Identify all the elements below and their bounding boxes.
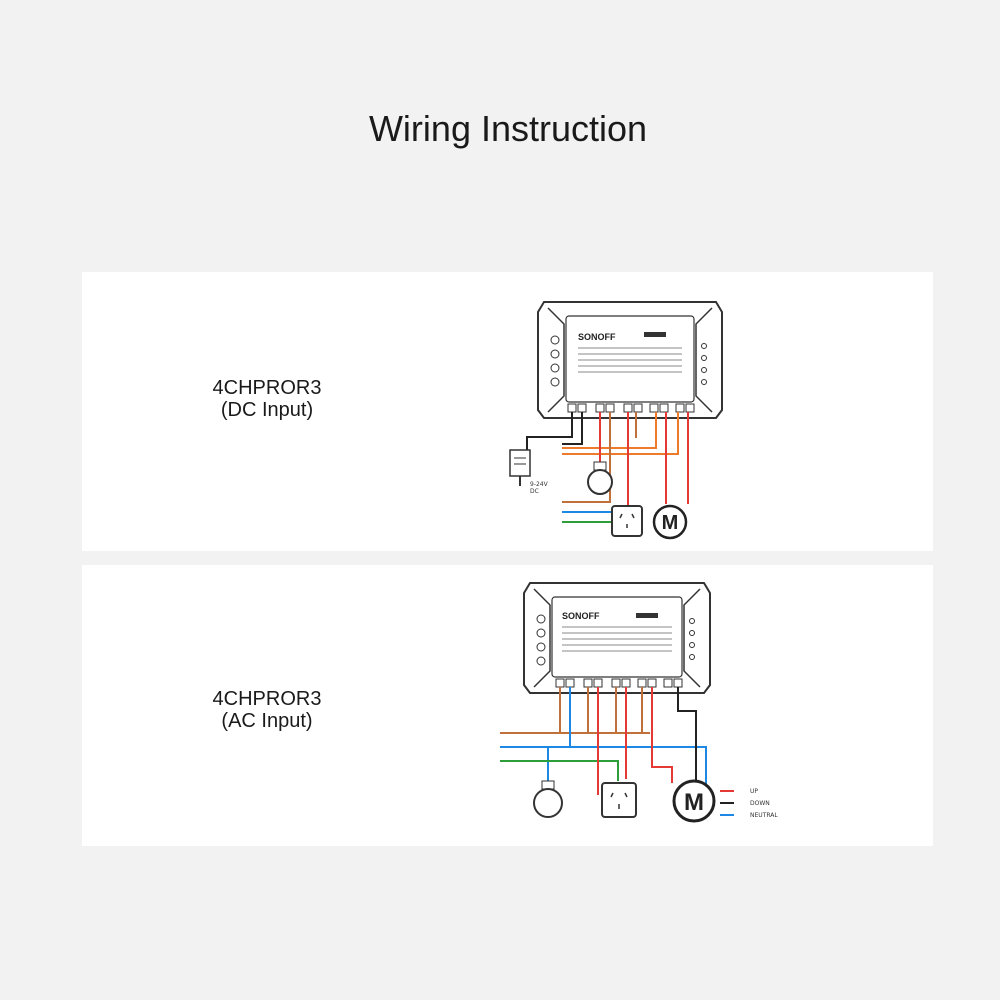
ac-bulb-icon (533, 780, 563, 818)
dc-socket-icon (611, 505, 643, 537)
dc-adapter-dc: DC (530, 488, 539, 495)
dc-input-panel: 4CHPROR3 (DC Input) SONOFF (82, 272, 933, 551)
dc-model-label: 4CHPROR3 (DC Input) (202, 377, 332, 421)
ac-wiring-diagram: SONOFF (500, 582, 778, 823)
legend-neutral-label: NEUTRAL (750, 812, 778, 819)
dc-power-adapter: 9-24V DC (509, 449, 549, 495)
dc-model-name: 4CHPROR3 (212, 377, 322, 399)
dc-adapter-voltage: 9-24V (530, 481, 549, 488)
ac-wires (500, 687, 707, 798)
ac-model-label: 4CHPROR3 (AC Input) (202, 688, 332, 732)
ac-input-type: (AC Input) (221, 710, 313, 732)
dc-input-type: (DC Input) (220, 399, 314, 421)
dc-motor-symbol: M (662, 512, 679, 534)
dc-brand-logo: SONOFF (578, 332, 616, 342)
dc-switch-device: SONOFF (537, 301, 723, 419)
dc-wires (526, 412, 689, 523)
ac-input-panel: 4CHPROR3 (AC Input) SONOFF (82, 565, 933, 846)
legend-down-label: DOWN (750, 800, 770, 807)
dc-bulb-icon (587, 461, 613, 495)
wire-legend: UP DOWN NEUTRAL (720, 788, 778, 819)
ac-motor-symbol: M (684, 789, 704, 816)
dc-motor-icon: M (652, 504, 688, 540)
ac-motor-icon: M (672, 779, 716, 823)
page-title: Wiring Instruction (368, 108, 648, 149)
ac-model-name: 4CHPROR3 (212, 688, 322, 710)
ac-socket-icon (601, 782, 637, 818)
legend-up-label: UP (750, 788, 758, 795)
ac-switch-device: SONOFF (523, 582, 711, 694)
dc-wiring-diagram: SONOFF (509, 301, 723, 540)
ac-brand-logo: SONOFF (562, 611, 600, 621)
